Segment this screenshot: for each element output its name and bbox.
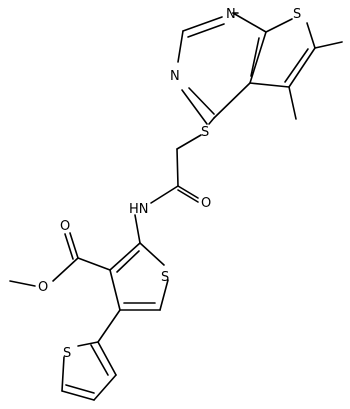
atom-label-n-top: N [226,7,236,22]
bond [159,279,169,311]
bond [97,309,121,343]
bond [288,86,297,120]
atom-label-s-thioether: S [201,125,209,140]
bond [93,374,117,401]
bond [249,82,290,88]
bond [9,280,36,287]
atom-label-s-thiophene-main: S [161,270,169,285]
bond [150,185,179,204]
bond [208,117,215,125]
bond [213,82,251,119]
bond [314,41,343,49]
bond [61,356,65,392]
bond [249,31,267,84]
bond [306,22,316,49]
bond [232,12,267,33]
bond [139,242,165,266]
bond [65,384,95,394]
bond [116,250,140,273]
atom-label-o-ester-ether: O [38,280,48,295]
atom-label-s-thiophene-substituent: S [63,346,71,361]
bond [90,344,109,376]
bond [181,89,208,125]
bond [177,185,199,199]
bond [109,269,121,311]
bond [177,189,199,203]
atom-label-nh-amide: HN [129,202,149,217]
bond [64,233,74,260]
bond [77,341,99,347]
bond [265,18,293,33]
bond [61,390,95,401]
bond [176,134,202,150]
bond [97,341,117,376]
atom-label-s-fused: S [293,7,301,22]
atom-label-o-amide: O [201,196,211,211]
bond [69,232,79,259]
atom-label-n-left: N [170,69,180,84]
bond [182,16,223,32]
bond [177,30,184,63]
bond [250,37,260,77]
bond [284,48,309,83]
bond [109,242,141,271]
bond [187,23,225,38]
bond [134,214,141,244]
bond [176,148,179,187]
bond [77,257,111,271]
bond [52,257,79,282]
atom-label-o-ester-carbonyl: O [60,219,70,234]
bond [288,47,316,88]
bond [188,87,215,115]
